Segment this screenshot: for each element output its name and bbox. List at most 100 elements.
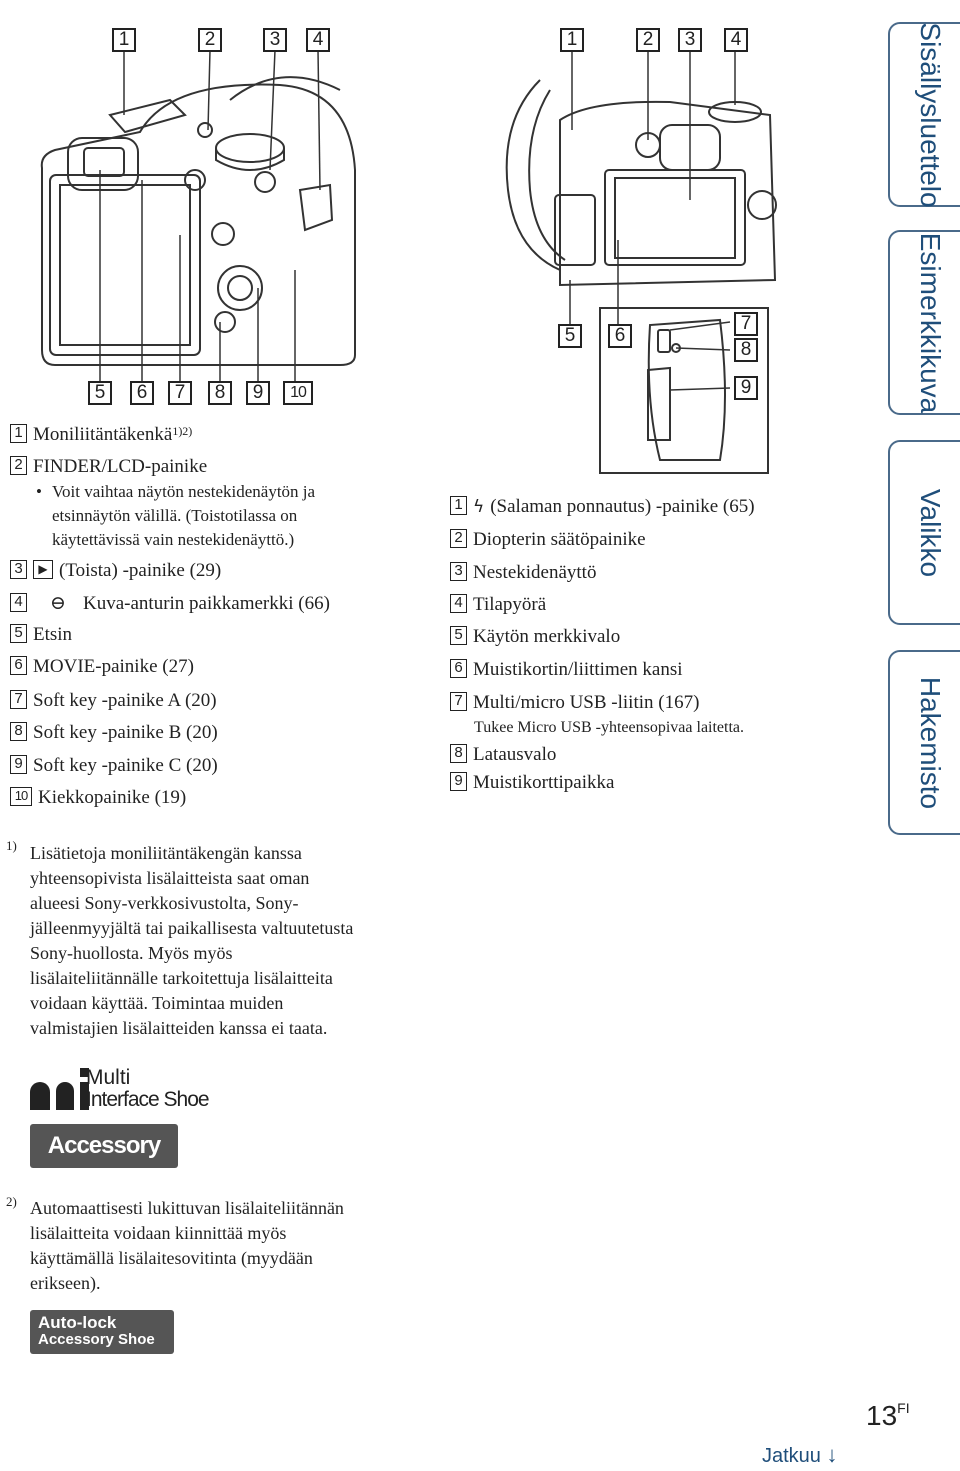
left-item-10: 10 Kiekkopainike (19): [10, 787, 186, 809]
left-item-9-num: 9: [10, 755, 27, 774]
right-item-3-text: Nestekidenäyttö: [473, 562, 596, 583]
page-lang: FI: [897, 1400, 909, 1416]
callout-right-1: 1: [560, 28, 584, 52]
left-item-1-text: Moniliitäntäkenkä: [33, 424, 172, 445]
callout-left-4: 4: [306, 28, 330, 52]
right-item-4-num: 4: [450, 594, 467, 613]
tab-contents[interactable]: Sisällysluettelo: [888, 22, 960, 207]
left-item-8: 8 Soft key -painike B (20): [10, 722, 218, 744]
left-bullet: •Voit vaihtaa näytön nestekidenäytön ja: [36, 482, 315, 502]
camera-rear-illustration: [20, 20, 370, 410]
camera-side-illustration: [490, 20, 780, 480]
bullet-line-1: Voit vaihtaa näytön nestekidenäytön ja: [52, 482, 315, 501]
mi-logo-line-2: Interface Shoe: [86, 1088, 209, 1112]
right-item-7-text: Multi/micro USB -liitin (167): [473, 692, 699, 713]
tab-index-label: Hakemisto: [914, 676, 946, 808]
callout-left-9: 9: [246, 381, 270, 405]
left-item-6-num: 6: [10, 656, 27, 675]
mi-logo-line-1: Multi: [86, 1066, 130, 1090]
footnote-1-line-8: valmistajien lisälaitteiden kanssa ei ta…: [30, 1016, 327, 1041]
right-item-1-num: 1: [450, 496, 467, 515]
left-item-1: 1 Moniliitäntäkenkä1)2): [10, 424, 192, 446]
multi-interface-shoe-logo: Multi Interface Shoe: [30, 1066, 220, 1116]
callout-left-5: 5: [88, 381, 112, 405]
camera-rear-diagram: [20, 20, 370, 410]
callout-left-7: 7: [168, 381, 192, 405]
right-item-5-num: 5: [450, 626, 467, 645]
bullet-line-2: etsinnäytön välillä. (Toistotilassa on: [52, 506, 297, 526]
tab-sample-photo[interactable]: Esimerkkikuva: [888, 230, 960, 415]
left-item-2: 2 FINDER/LCD-painike: [10, 456, 207, 478]
left-item-7: 7 Soft key -painike A (20): [10, 690, 217, 712]
sensor-mark-icon: ⊖: [33, 592, 83, 615]
right-item-6-text: Muistikortin/liittimen kansi: [473, 659, 683, 680]
left-item-5-num: 5: [10, 624, 27, 643]
play-icon: ▶: [33, 560, 53, 579]
right-item-2-num: 2: [450, 529, 467, 548]
tab-sample-photo-label: Esimerkkikuva: [914, 232, 946, 412]
footnote-2-line-4: erikseen).: [30, 1271, 100, 1296]
callout-right-9: 9: [734, 376, 758, 400]
footnote-2-line-1: Automaattisesti lukittuvan lisälaiteliit…: [30, 1196, 344, 1221]
footnote-1-line-1: Lisätietoja moniliitäntäkengän kanssa: [30, 841, 302, 866]
tab-menu[interactable]: Valikko: [888, 440, 960, 625]
right-item-3: 3 Nestekidenäyttö: [450, 562, 596, 584]
footnote-2-line-2: lisälaitteita voidaan kiinnittää myös: [30, 1221, 286, 1246]
right-item-6-num: 6: [450, 659, 467, 678]
right-item-1-text: (Salaman ponnautus) -painike (65): [490, 496, 754, 517]
callout-right-3: 3: [678, 28, 702, 52]
left-item-7-num: 7: [10, 690, 27, 709]
arrow-down-icon: ↓: [827, 1442, 838, 1467]
right-item-6: 6 Muistikortin/liittimen kansi: [450, 659, 683, 681]
footnote-1-line-7: voidaan käyttää. Toimintaa muiden: [30, 991, 283, 1016]
mi-logo-n-mark: [30, 1082, 50, 1110]
left-item-7-text: Soft key -painike A (20): [33, 690, 217, 711]
tab-contents-label: Sisällysluettelo: [914, 22, 946, 207]
right-item-2-text: Diopterin säätöpainike: [473, 529, 646, 550]
callout-left-2: 2: [198, 28, 222, 52]
callout-left-8: 8: [208, 381, 232, 405]
left-item-6-text: MOVIE-painike (27): [33, 656, 194, 677]
tab-menu-label: Valikko: [914, 488, 946, 576]
auto-lock-line-2: Accessory Shoe: [38, 1331, 166, 1348]
footnote-1-line-4: jälleenmyyjältä tai paikallisesta valtuu…: [30, 916, 353, 941]
left-item-8-text: Soft key -painike B (20): [33, 722, 218, 743]
right-item-7-note: Tukee Micro USB -yhteensopivaa laitetta.: [474, 719, 744, 737]
left-item-10-num: 10: [10, 787, 32, 806]
footnote-2-line-3: käyttämällä lisälaitesovitinta (myydään: [30, 1246, 313, 1271]
continue-label: Jatkuu: [762, 1445, 821, 1467]
flash-icon: ϟ: [473, 497, 484, 517]
auto-lock-line-1: Auto-lock: [38, 1314, 166, 1331]
left-item-3: 3 ▶ (Toista) -painike (29): [10, 560, 221, 582]
left-item-8-num: 8: [10, 722, 27, 741]
left-item-1-sup: 1)2): [172, 424, 192, 438]
footnote-1-mark: 1): [6, 838, 17, 854]
auto-lock-accessory-shoe-badge: Auto-lock Accessory Shoe: [30, 1310, 174, 1354]
right-item-3-num: 3: [450, 562, 467, 581]
left-item-9: 9 Soft key -painike C (20): [10, 755, 218, 777]
right-item-7: 7 Multi/micro USB -liitin (167): [450, 692, 699, 714]
left-item-3-num: 3: [10, 560, 27, 579]
right-item-8-text: Latausvalo: [473, 744, 556, 765]
accessory-shoe-badge: Accessory Shoe: [30, 1124, 178, 1168]
left-item-6: 6 MOVIE-painike (27): [10, 656, 194, 678]
left-item-2-text: FINDER/LCD-painike: [33, 456, 207, 477]
footnote-1-line-6: lisälaiteliitännälle tarkoitettuja lisäl…: [30, 966, 333, 991]
callout-left-10: 10: [283, 381, 313, 405]
right-item-4-text: Tilapyörä: [473, 594, 546, 615]
right-item-7-num: 7: [450, 692, 467, 711]
callout-right-7: 7: [734, 312, 758, 336]
left-item-2-num: 2: [10, 456, 27, 475]
left-item-3-text: (Toista) -painike (29): [59, 560, 221, 581]
left-item-1-num: 1: [10, 424, 27, 443]
callout-right-2: 2: [636, 28, 660, 52]
continue-link[interactable]: Jatkuu ↓: [762, 1442, 838, 1468]
callout-right-8: 8: [734, 338, 758, 362]
left-item-9-text: Soft key -painike C (20): [33, 755, 218, 776]
callout-right-6: 6: [608, 324, 632, 348]
tab-index[interactable]: Hakemisto: [888, 650, 960, 835]
left-item-10-text: Kiekkopainike (19): [38, 787, 186, 808]
callout-right-4: 4: [724, 28, 748, 52]
footnote-1-line-5: Sony-huollosta. Myös myös: [30, 941, 233, 966]
